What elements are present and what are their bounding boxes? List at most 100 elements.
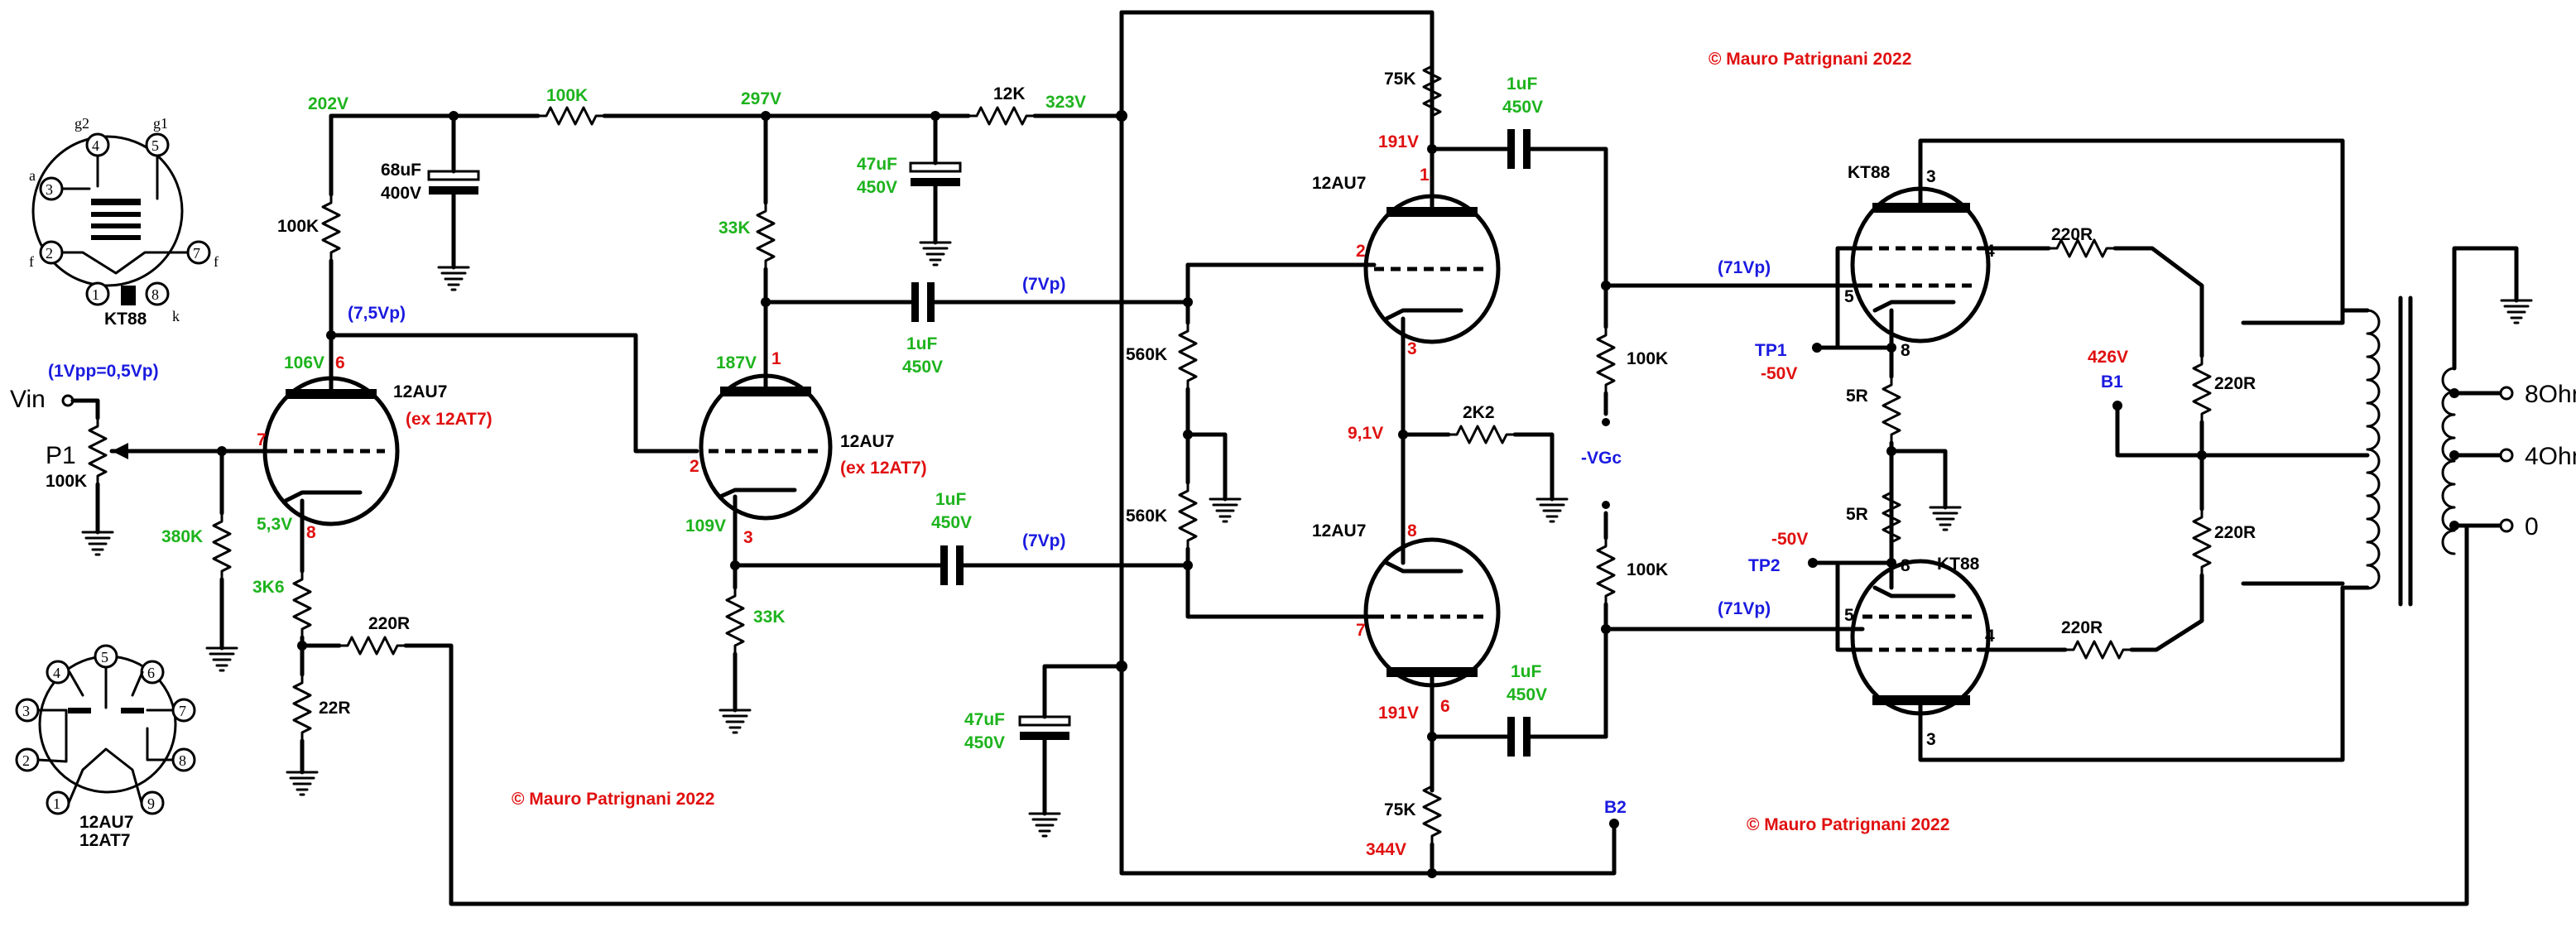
kt88-bot-pin-4: 4 — [1985, 627, 1995, 646]
driver-pin-7: 7 — [1356, 621, 1366, 640]
driver-pin-3: 3 — [1407, 339, 1417, 358]
driver-r-top-75k: 75K — [1384, 70, 1416, 89]
stage1-tube-type: 12AU7 — [393, 382, 447, 401]
r-feedback-22r: 22R — [319, 699, 351, 718]
stage2-plate-voltage: 187V — [716, 353, 757, 372]
stage1-12au7: 106V 6 7 8 5,3V 12AU7 (ex 12AT7) (7,5Vp)… — [252, 94, 2469, 906]
12au7-pinout-name: 12AU7 — [79, 813, 133, 832]
r-ul-bot-220r: 220R — [2214, 523, 2256, 542]
c-supply-47uf-voltage: 450V — [857, 178, 897, 197]
r-cathode-3k6: 3K6 — [252, 578, 285, 597]
kt88-label-f-left: f — [29, 253, 34, 270]
12au7-pin-6: 6 — [147, 665, 155, 681]
tap-4ohm: 4Ohm — [2525, 443, 2576, 470]
12au7-pin-7: 7 — [179, 703, 186, 719]
supply-node-297v: 297V — [741, 89, 781, 108]
stage2-12au7: 187V 1 2 3 109V 12AU7 (ex 12AT7) 33K 1uF… — [685, 113, 1190, 733]
driver-r-bias-bot-100k: 100K — [1627, 560, 1668, 579]
12au7-pin-2: 2 — [22, 752, 30, 769]
stage2-pin-cathode: 3 — [743, 528, 753, 547]
stage2-signal-top: (7Vp) — [1022, 275, 1066, 294]
stage2-r-plate-33k: 33K — [718, 219, 751, 238]
stage2-tube-type: 12AU7 — [840, 432, 894, 451]
tp1-voltage: -50V — [1761, 364, 1797, 383]
kt88-top-pin-3: 3 — [1926, 167, 1936, 186]
kt88-bot-pin-8: 8 — [1901, 556, 1910, 575]
tp2-voltage: -50V — [1771, 530, 1808, 549]
kt88-bot-tube-type: KT88 — [1937, 555, 1980, 574]
driver-pin-8: 8 — [1407, 521, 1417, 540]
kt88-pin-7: 7 — [193, 245, 200, 262]
12au7-pin-3: 3 — [22, 703, 30, 719]
kt88-top-pin-8: 8 — [1901, 341, 1910, 360]
r-grid-top-560k: 560K — [1126, 345, 1167, 364]
r-k-bot-5r: 5R — [1846, 505, 1868, 524]
r-supply-12k: 12K — [993, 84, 1026, 103]
stage2-c-bot-1uf: 1uF — [935, 490, 967, 509]
kt88-top-tube-type: KT88 — [1848, 163, 1891, 182]
output-signal-top: (71Vp) — [1718, 258, 1771, 277]
driver-tail-voltage: 9,1V — [1348, 424, 1383, 443]
12au7-pin-4: 4 — [53, 665, 60, 681]
12au7-pin-8: 8 — [179, 752, 186, 769]
stage2-pin-grid: 2 — [690, 457, 699, 476]
stage1-plate-voltage: 106V — [284, 353, 324, 372]
kt88-top-pin-4: 4 — [1985, 242, 1995, 261]
stage2-signal-bot: (7Vp) — [1022, 531, 1066, 550]
r-supply-100k: 100K — [546, 86, 588, 105]
driver-tube-type-bot: 12AU7 — [1312, 521, 1366, 540]
kt88-pin-5: 5 — [151, 137, 159, 154]
driver-r-bias-top-100k: 100K — [1627, 349, 1668, 368]
driver-top-plate-voltage: 191V — [1378, 132, 1419, 151]
12au7-pin-5: 5 — [101, 649, 108, 665]
kt88-pin-2: 2 — [46, 245, 53, 262]
b1-label: B1 — [2101, 372, 2123, 392]
stage2-c-top-1uf: 1uF — [906, 334, 938, 353]
driver-vgc-label: -VGc — [1581, 449, 1622, 468]
copyright-left: © Mauro Patrignani 2022 — [512, 790, 714, 809]
supply-node-323v: 323V — [1045, 93, 1086, 112]
stage2-cathode-voltage: 109V — [685, 516, 726, 536]
tap-8ohm: 8Ohm — [2525, 381, 2576, 408]
r-grid-bot-560k: 560K — [1126, 507, 1167, 526]
12at7-pinout-name: 12AT7 — [79, 831, 130, 850]
stage2-pin-plate: 1 — [771, 349, 781, 368]
tp1-label: TP1 — [1755, 341, 1787, 360]
output-transformer: 220R 220R 426V B1 8Ohm 4Ohm 0 — [2088, 246, 2576, 607]
kt88-label-g2: g2 — [74, 115, 89, 132]
output-signal-bot: (71Vp) — [1718, 599, 1771, 618]
input-section: (1Vpp=0,5Vp) Vin P1 100K 380K — [10, 362, 284, 670]
supply-rail: 100K 12K 323V 297V 68uF 400V 47uF 450V 4… — [329, 10, 1435, 876]
tp2-label: TP2 — [1748, 556, 1781, 575]
c-supply-68uf-voltage: 400V — [381, 184, 421, 203]
stage1-pin-cathode: 8 — [306, 523, 316, 542]
driver-bottom-supply-voltage: 344V — [1366, 840, 1406, 859]
tap-0: 0 — [2525, 513, 2539, 540]
driver-r-bot-75k: 75K — [1384, 800, 1416, 819]
driver-stage: 560K 560K 2K2 9,1V 75K 191V 1 2 3 12AU7 … — [1126, 55, 1668, 878]
stage2-c-bot-voltage: 450V — [931, 513, 972, 532]
stage1-plate-signal: (7,5Vp) — [348, 304, 406, 323]
vin-level-label: (1Vpp=0,5Vp) — [48, 362, 159, 381]
12au7-pin-9: 9 — [147, 795, 155, 812]
driver-pin-2: 2 — [1356, 242, 1366, 261]
pot-label: P1 — [46, 442, 76, 469]
c-supply-47uf: 47uF — [857, 155, 897, 174]
driver-tube-type-top: 12AU7 — [1312, 174, 1366, 193]
c-supply-47uf-bottom-voltage: 450V — [964, 733, 1005, 752]
kt88-label-g1: g1 — [153, 115, 168, 132]
stage2-tube-alt: (ex 12AT7) — [840, 459, 927, 478]
r-grid-380k: 380K — [161, 527, 203, 546]
b1-voltage: 426V — [2088, 348, 2128, 367]
driver-c-bot-voltage: 450V — [1507, 685, 1547, 704]
stage2-r-cathode-33k: 33K — [753, 608, 786, 627]
pot-value: 100K — [46, 472, 87, 491]
r-k-top-5r: 5R — [1846, 387, 1868, 406]
c-supply-47uf-bottom: 47uF — [964, 710, 1005, 729]
driver-c-top-voltage: 450V — [1502, 98, 1543, 117]
kt88-pinout-diagram: 4 5 3 2 7 1 8 g2 g1 a f f k KT88 — [29, 115, 219, 329]
output-stage: (71Vp) (71Vp) KT88 3 5 4 220R 8 TP1 -50V… — [1603, 138, 2345, 762]
r-feedback-220r: 220R — [368, 614, 410, 633]
r-g2-bot-220r: 220R — [2061, 618, 2103, 637]
